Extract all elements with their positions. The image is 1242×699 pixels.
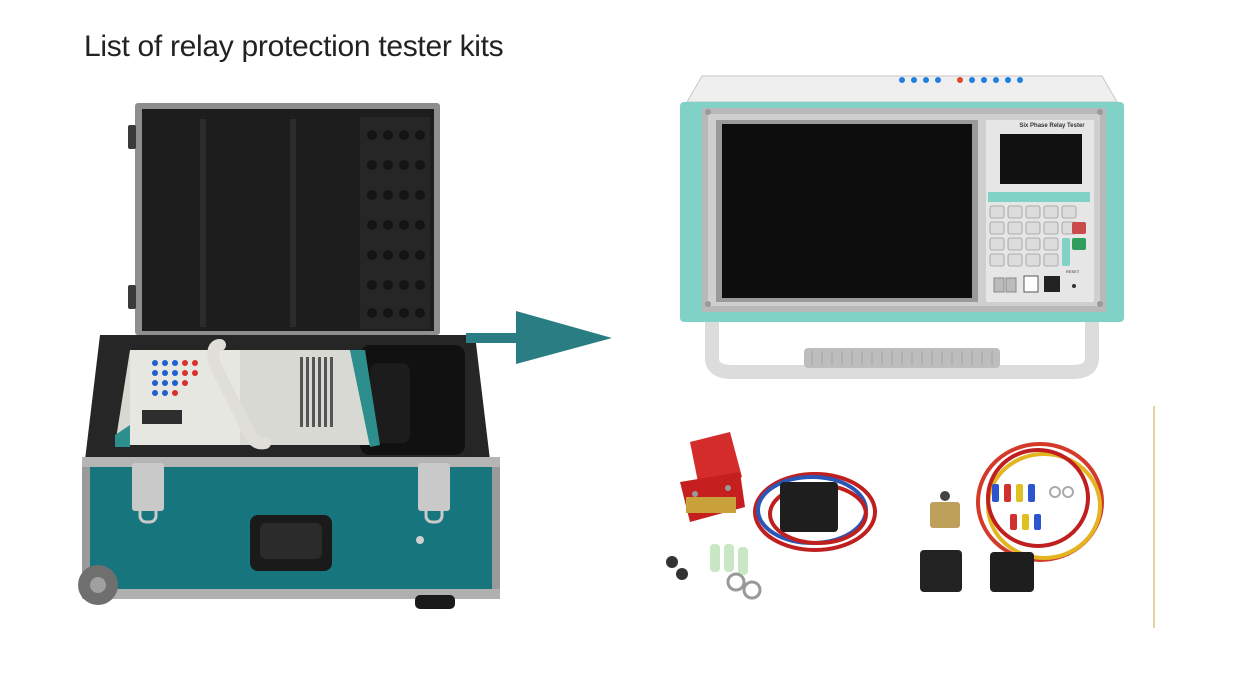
relay-right: [920, 550, 962, 592]
wire-coil-left: [753, 472, 877, 552]
battery-switch: [680, 432, 745, 522]
terminals-left: [666, 544, 762, 600]
tester-front-label: Six Phase Relay Tester: [1019, 123, 1085, 129]
terminals-right: [992, 484, 1074, 530]
relay-tester-image: Six Phase Relay Tester RESET: [672, 68, 1132, 386]
case-body: [78, 457, 500, 609]
carry-case-image: [78, 103, 500, 609]
wiring-accessories-image: [666, 406, 1155, 628]
keypad: [989, 205, 1077, 267]
relay-left: [780, 482, 838, 532]
page-title: List of relay protection tester kits: [84, 30, 504, 63]
circuit-breaker: [930, 491, 960, 528]
wire-coil-right: [976, 442, 1104, 562]
tester-reset-label: RESET: [1066, 269, 1080, 274]
tester-unit-in-case: [115, 339, 380, 450]
case-lid: [128, 103, 440, 335]
relay-socket: [990, 552, 1034, 592]
arrow-right-icon: [466, 311, 612, 364]
ethernet-icon: [1044, 276, 1060, 292]
